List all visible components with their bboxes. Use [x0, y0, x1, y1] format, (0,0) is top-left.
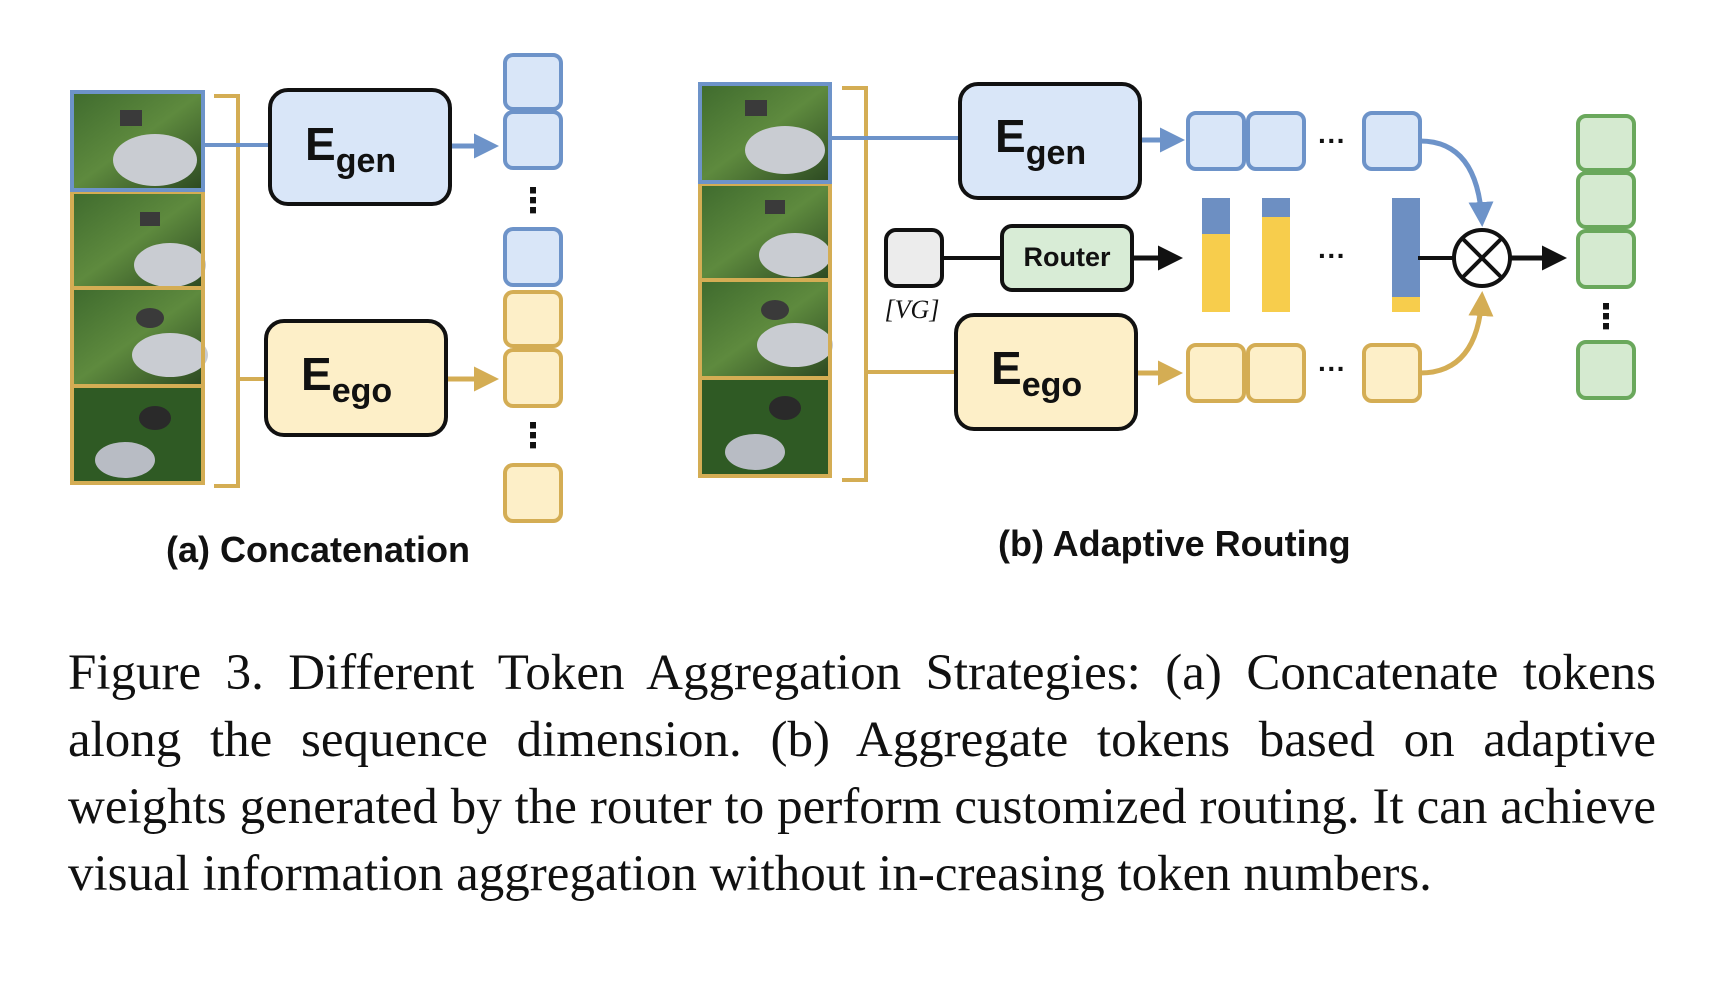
- token-row-gen: ···: [1186, 111, 1422, 171]
- panel-b-title: (b) Adaptive Routing: [998, 523, 1351, 564]
- token-ego: [1246, 343, 1306, 403]
- token-ego: [503, 290, 563, 348]
- horizontal-ellipsis: ···: [1318, 125, 1346, 156]
- encoder-gen-b: Egen: [958, 82, 1142, 200]
- figure-caption: Figure 3. Different Token Aggregation St…: [68, 645, 1656, 902]
- svg-text:Eego: Eego: [991, 342, 1082, 404]
- bracket: [214, 94, 240, 488]
- bracket: [842, 86, 868, 482]
- token-gen: [503, 110, 563, 170]
- token-output: [1576, 114, 1636, 172]
- encoder-ego-a: Eego: [264, 319, 448, 437]
- svg-text:Eego: Eego: [301, 348, 392, 410]
- router-box: Router: [1000, 224, 1134, 292]
- vertical-ellipsis: ⋮: [516, 417, 550, 455]
- frame-stack-b: [698, 82, 833, 478]
- token-output: [1576, 229, 1636, 289]
- frame-stack-a: [70, 90, 208, 485]
- token-gen: [1362, 111, 1422, 171]
- multiply-icon: [1452, 228, 1512, 288]
- video-frame: [72, 192, 206, 287]
- token-gen: [1186, 111, 1246, 171]
- video-frame: [700, 282, 833, 376]
- output-token-column: ⋮: [1576, 114, 1636, 400]
- vg-token-label: [VG]: [885, 295, 940, 324]
- weight-bar-gen: [1262, 198, 1290, 217]
- token-ego: [1186, 343, 1246, 403]
- weight-bar-ego: [1262, 217, 1290, 312]
- video-frame: [700, 380, 830, 476]
- token-row-ego: ···: [1186, 343, 1422, 403]
- panel-a-title: (a) Concatenation: [166, 529, 470, 570]
- token-gen: [503, 53, 563, 111]
- token-ego: [503, 463, 563, 523]
- token-ego: [1362, 343, 1422, 403]
- video-frame: [700, 184, 831, 278]
- vg-token: [884, 228, 944, 288]
- video-frame: [700, 84, 830, 180]
- token-output: [1576, 340, 1636, 400]
- vertical-ellipsis: ⋮: [516, 182, 550, 220]
- vertical-ellipsis: ⋮: [1589, 298, 1623, 336]
- panel-b: Egen Eego [VG] Router ··· ···: [698, 82, 1636, 564]
- encoder-gen-a: Egen: [268, 88, 452, 206]
- panel-a: Egen Eego ⋮ ⋮ (a) Concatenation: [70, 53, 563, 570]
- svg-text:Egen: Egen: [995, 110, 1086, 172]
- router-weight-bars: [1202, 198, 1420, 312]
- svg-text:Egen: Egen: [305, 118, 396, 180]
- horizontal-ellipsis: ···: [1318, 353, 1346, 384]
- weight-bar-ego: [1202, 234, 1230, 312]
- video-frame: [72, 290, 208, 384]
- horizontal-ellipsis: ···: [1318, 240, 1346, 271]
- encoder-ego-b: Eego: [954, 313, 1138, 431]
- weight-bar-gen: [1202, 198, 1230, 234]
- weight-bar-ego: [1392, 297, 1420, 312]
- token-column-a: ⋮ ⋮: [503, 53, 563, 523]
- svg-text:Router: Router: [1024, 242, 1111, 272]
- token-aggregation-diagram: Egen Eego ⋮ ⋮ (a) Concatenation: [70, 53, 1636, 570]
- token-gen: [1246, 111, 1306, 171]
- token-gen: [503, 227, 563, 287]
- weight-bar-gen: [1392, 198, 1420, 297]
- video-frame: [72, 92, 203, 188]
- token-output: [1576, 171, 1636, 229]
- token-ego: [503, 348, 563, 408]
- video-frame: [72, 388, 203, 483]
